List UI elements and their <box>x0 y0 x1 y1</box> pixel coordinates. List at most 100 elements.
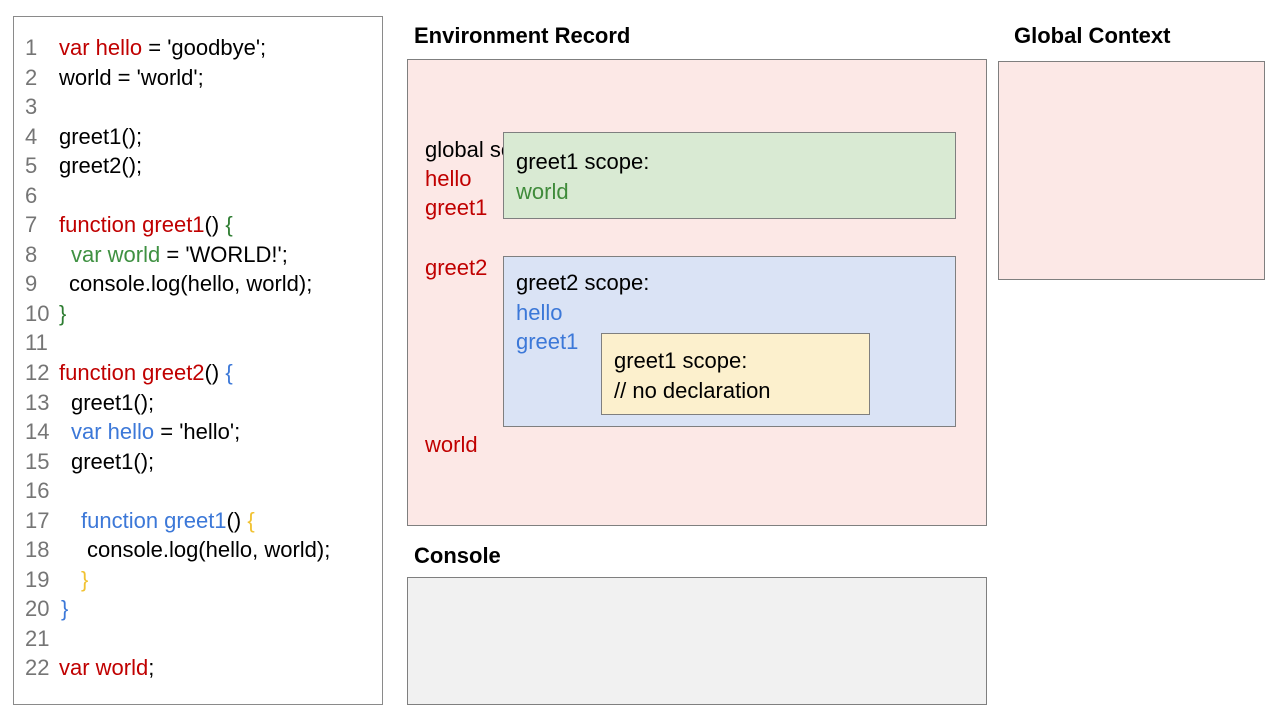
code-segment: } <box>81 566 89 592</box>
code-line-4: 4 greet1(); <box>14 122 382 152</box>
greet2-scope-title: greet2 scope: <box>516 270 650 295</box>
code-line-17: 17 function greet1() { <box>14 506 382 536</box>
inner-greet1-scope-comment: // no declaration <box>614 377 771 403</box>
code-segment: var world <box>59 655 149 681</box>
code-segment: () <box>204 212 226 238</box>
code-text: greet1(); <box>59 447 154 477</box>
code-segment: greet1(); <box>71 389 155 415</box>
code-segment: var hello <box>59 35 143 60</box>
line-number: 20 <box>25 596 50 622</box>
line-number: 15 <box>25 448 50 474</box>
code-segment: } <box>59 300 67 326</box>
line-number: 1 <box>25 35 38 60</box>
code-line-15: 15 greet1(); <box>14 447 382 477</box>
code-segment: ; <box>148 655 155 681</box>
code-text: function greet1() { <box>59 506 255 536</box>
code-line-14: 14 var hello = 'hello'; <box>14 417 382 447</box>
code-line-21: 21 <box>14 624 382 654</box>
line-number: 2 <box>25 64 38 90</box>
code-segment: function greet2 <box>59 360 205 386</box>
code-line-19: 19} <box>14 565 382 595</box>
line-number: 17 <box>25 507 50 533</box>
code-line-22: 22 var world; <box>14 653 382 683</box>
code-segment: world = 'world'; <box>59 64 204 90</box>
code-segment: console.log(hello, world); <box>87 537 331 563</box>
global-context-box <box>998 61 1265 280</box>
global-var-hello: hello <box>425 166 472 191</box>
line-number: 6 <box>25 182 38 208</box>
code-segment: function greet1 <box>81 507 227 533</box>
line-number: 12 <box>25 360 50 386</box>
code-panel: 1 var hello = 'goodbye'; 2 world = 'world';… <box>13 16 383 705</box>
code-segment: = 'goodbye'; <box>142 35 267 60</box>
code-line-6: 6 <box>14 181 382 211</box>
greet2-scope-var-greet1: greet1 <box>516 329 579 355</box>
line-number: 14 <box>25 419 50 445</box>
line-number: 9 <box>25 271 38 297</box>
code-segment: } <box>61 596 69 622</box>
code-segment: greet1(); <box>59 123 143 149</box>
code-text: world = 'world'; <box>59 63 204 93</box>
code-segment: = 'hello'; <box>154 419 241 445</box>
code-line-7: 7 function greet1() { <box>14 210 382 240</box>
code-segment: () <box>226 507 248 533</box>
line-number: 16 <box>25 478 50 504</box>
line-number: 22 <box>25 655 50 681</box>
code-segment: greet1(); <box>71 448 155 474</box>
code-line-3: 3 <box>14 92 382 122</box>
environment-record-title: Environment Record <box>414 23 631 48</box>
code-text: } <box>59 565 88 595</box>
line-number: 7 <box>25 212 38 238</box>
line-number: 3 <box>25 94 38 120</box>
console-title: Console <box>414 543 501 568</box>
greet2-scope-box: greet2 scope: hello greet1 greet1 scope:… <box>503 256 956 427</box>
code-text: greet2(); <box>59 151 142 181</box>
line-number: 13 <box>25 389 50 415</box>
environment-record-box: global scope: hello greet1 greet2 world … <box>407 59 987 526</box>
code-lines: 1 var hello = 'goodbye'; 2 world = 'world';… <box>14 33 382 683</box>
code-line-10: 10} <box>14 299 382 329</box>
global-var-greet1: greet1 <box>425 195 488 220</box>
code-line-13: 13 greet1(); <box>14 388 382 418</box>
code-segment: () <box>204 360 226 386</box>
code-segment: { <box>247 507 255 533</box>
code-line-1: 1 var hello = 'goodbye'; <box>14 33 382 63</box>
code-text: greet1(); <box>59 122 142 152</box>
code-text: var hello = 'goodbye'; <box>59 33 266 63</box>
code-line-20: 20} <box>14 594 382 624</box>
code-segment: function greet1 <box>59 212 205 238</box>
code-text: greet1(); <box>59 388 154 418</box>
inner-greet1-scope-box: greet1 scope: // no declaration <box>601 333 870 415</box>
code-segment: greet2(); <box>59 153 143 179</box>
code-text: var world = 'WORLD!'; <box>59 240 288 270</box>
line-number: 4 <box>25 123 38 149</box>
code-text: var hello = 'hello'; <box>59 417 240 447</box>
global-var-world: world <box>425 432 478 457</box>
code-text: function greet2() { <box>59 358 233 388</box>
code-segment: var world <box>71 241 161 267</box>
code-text: } <box>59 594 68 624</box>
console-box <box>407 577 987 705</box>
greet1-scope-var-world: world <box>516 178 569 204</box>
greet1-scope-title: greet1 scope: <box>516 149 650 174</box>
code-text: } <box>59 299 66 329</box>
code-text: console.log(hello, world); <box>59 535 330 565</box>
code-line-16: 16 <box>14 476 382 506</box>
global-var-greet2: greet2 <box>425 255 488 280</box>
line-number: 11 <box>25 330 48 356</box>
greet2-scope-var-hello: hello <box>516 299 563 325</box>
code-segment: var hello <box>71 419 155 445</box>
code-line-2: 2 world = 'world'; <box>14 63 382 93</box>
code-text: function greet1() { <box>59 210 233 240</box>
inner-greet1-scope-title: greet1 scope: <box>614 348 748 373</box>
line-number: 19 <box>25 566 50 592</box>
code-segment: { <box>225 212 233 238</box>
line-number: 10 <box>25 300 50 326</box>
line-number: 21 <box>25 625 50 651</box>
global-context-title: Global Context <box>1014 23 1171 48</box>
